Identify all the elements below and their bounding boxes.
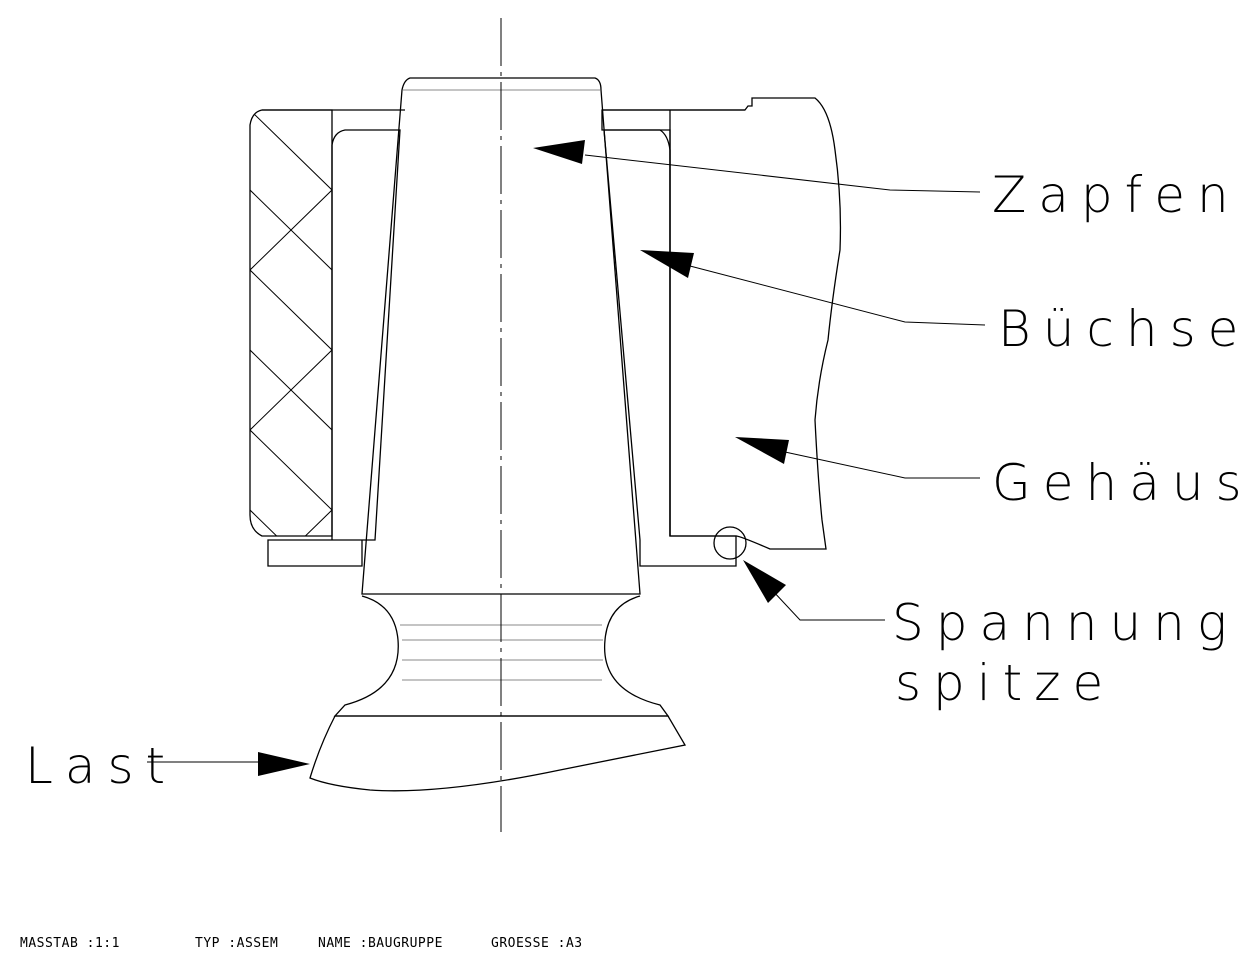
arrow-spannungsspitze bbox=[743, 560, 786, 603]
leader-zapfen bbox=[533, 140, 981, 193]
arrow-last bbox=[258, 752, 310, 776]
label-last: Last bbox=[25, 737, 177, 795]
label-buechse: Büchse bbox=[998, 300, 1242, 358]
leader-spannungsspitze bbox=[743, 560, 885, 621]
arrow-zapfen bbox=[533, 140, 585, 164]
bushing bbox=[267, 129, 737, 567]
footer-groesse: GROESSE :A3 bbox=[491, 936, 583, 951]
label-zapfen: Zapfen bbox=[992, 166, 1241, 224]
arrow-gehaeuse bbox=[735, 437, 789, 464]
stress-peak-circle bbox=[713, 526, 747, 560]
pin bbox=[309, 77, 687, 792]
arrow-buechse bbox=[640, 250, 694, 278]
footer-masstab: MASSTAB :1:1 bbox=[20, 936, 120, 951]
housing-right bbox=[601, 97, 842, 550]
label-gehaeuse: Gehäuse bbox=[992, 454, 1242, 512]
leader-gehaeuse bbox=[735, 437, 980, 479]
footer-typ: TYP :ASSEM bbox=[195, 936, 278, 951]
label-spannungsspitze-2: spitze bbox=[895, 654, 1115, 712]
leader-last bbox=[147, 752, 310, 776]
leader-buechse bbox=[640, 250, 986, 326]
footer-name: NAME :BAUGRUPPE bbox=[318, 936, 443, 951]
housing-left bbox=[249, 109, 405, 537]
